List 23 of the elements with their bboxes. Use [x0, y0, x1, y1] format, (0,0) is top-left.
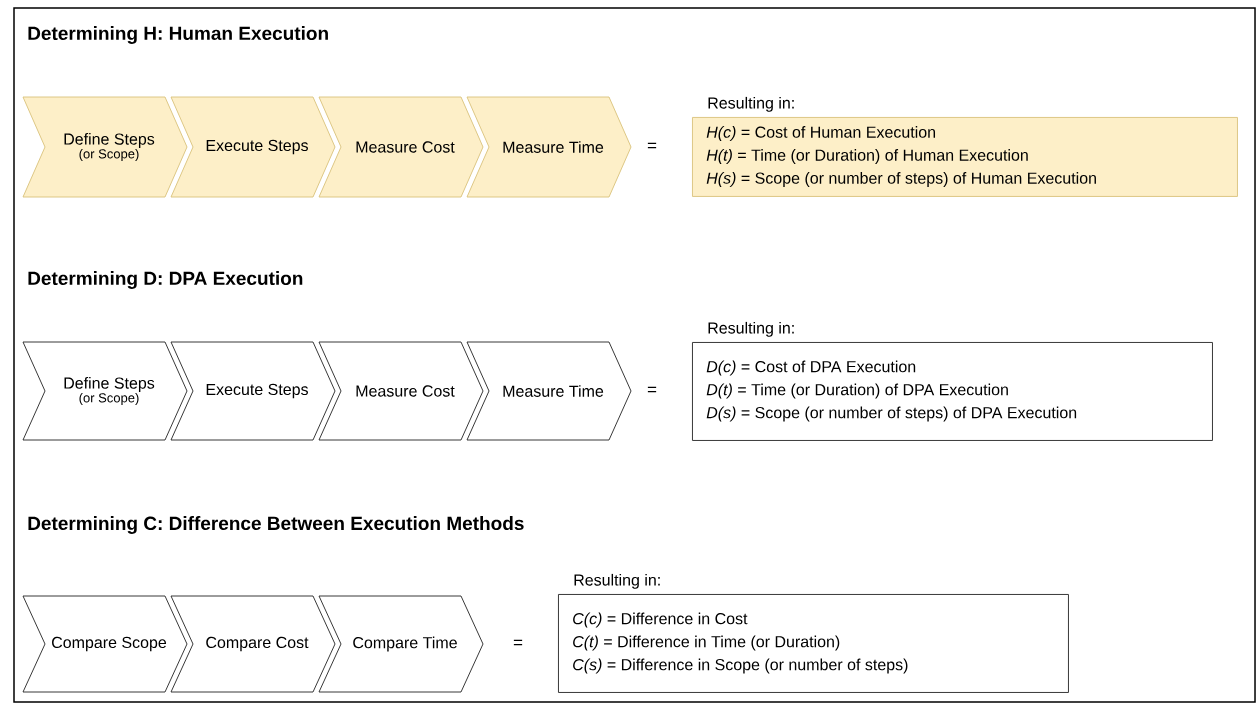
node-label: Resulting in:: [708, 96, 794, 112]
chevron-step: Compare Scope: [22, 595, 188, 693]
chevron-step: Compare Time: [318, 595, 484, 693]
section-heading: Determining C: Difference Between Execution Methods: [28, 516, 524, 534]
chevron-step: Measure Time: [466, 96, 632, 198]
chevron-step: Define Steps (or Scope): [22, 341, 188, 441]
section-heading: Determining D: DPA Execution: [28, 271, 303, 289]
result-box: Resulting in: H(c) = Cost of Human Execution H(t) = Time (or Duration) of Human Execution H(s) = Scope (or number of steps) of Human Execution: [692, 96, 1238, 197]
result-box: Resulting in: D(c) = Cost of DPA Execution D(t) = Time (or Duration) of DPA Execution D(s) = Scope (or number of steps) of DPA Execution: [692, 321, 1213, 441]
result-box: Resulting in: C(c) = Difference in Cost C(t) = Difference in Time (or Duration) C(s) = Difference in Scope (or number of steps): [558, 573, 1069, 693]
chevron-step: Compare Cost: [170, 595, 336, 693]
chevron-step: Execute Steps: [170, 96, 336, 198]
chevron-step: Measure Time: [466, 341, 632, 441]
chevron-step: Measure Cost: [318, 341, 484, 441]
chevron-step: Define Steps (or Scope): [22, 96, 188, 198]
equals-sign: =: [647, 386, 657, 393]
chevron-step: Execute Steps: [170, 341, 336, 441]
equals-sign: =: [647, 142, 657, 149]
section-heading: Determining H: Human Execution: [28, 26, 328, 44]
node-label: Resulting in:: [574, 573, 660, 589]
chevron-step: Measure Cost: [318, 96, 484, 198]
equals-sign: =: [513, 639, 523, 646]
node-label: Resulting in:: [708, 321, 794, 337]
